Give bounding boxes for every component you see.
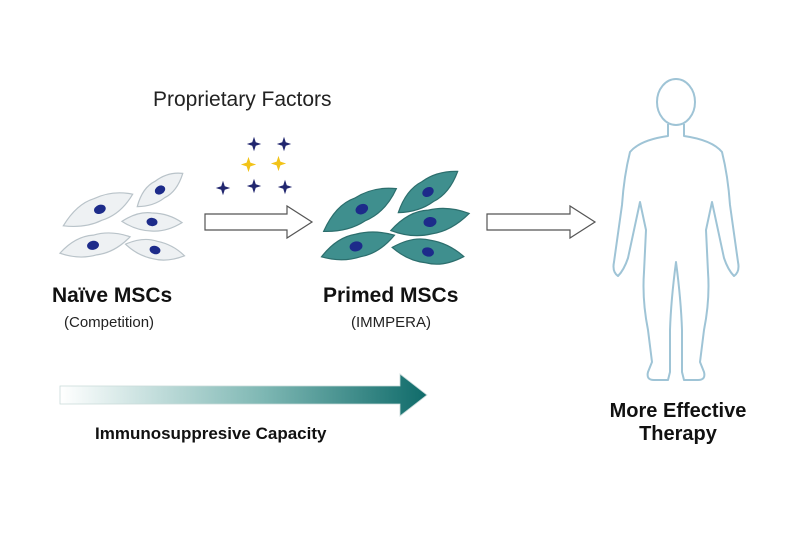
nucleus (355, 203, 369, 215)
naive-mscs-title: Naïve MSCs (52, 284, 173, 307)
therapy-label: More Effective Therapy (609, 400, 747, 445)
nucleus (349, 241, 363, 252)
nucleus (94, 204, 106, 215)
nucleus (422, 247, 434, 257)
proprietary-factors-label: Proprietary Factors (153, 88, 332, 111)
nucleus (423, 216, 437, 228)
factor-star (215, 180, 231, 196)
primed-cell (322, 187, 398, 232)
naive-mscs-subtitle: (Competition) (64, 314, 155, 331)
nucleus (87, 240, 99, 250)
factor-star (270, 155, 287, 172)
factor-star (276, 136, 292, 152)
naive-cell (124, 238, 186, 261)
capacity-gradient-arrow (59, 373, 428, 417)
nucleus (149, 245, 161, 255)
factor-star (246, 178, 262, 194)
primed-cell (391, 238, 465, 265)
nucleus (146, 217, 158, 227)
naive-cells (58, 172, 186, 261)
factor-star (240, 156, 257, 173)
factor-star (246, 136, 262, 152)
nucleus (154, 185, 166, 195)
naive-cell (62, 192, 134, 228)
human-body (612, 124, 740, 381)
primed-cell (397, 170, 459, 214)
naive-cell (136, 172, 184, 208)
human-figure (612, 78, 740, 381)
human-head (656, 78, 696, 126)
primed-cells (320, 170, 471, 265)
arrow-primed-to-therapy (486, 204, 597, 240)
primed-mscs-title: Primed MSCs (323, 284, 459, 307)
primed-mscs-subtitle: (IMMPERA) (351, 314, 431, 331)
primed-cell (320, 231, 396, 261)
factors-cluster (215, 136, 293, 196)
primed-cell (389, 207, 471, 237)
capacity-label: Immunosuppresive Capacity (95, 424, 327, 443)
factor-star (277, 179, 293, 195)
nucleus (422, 187, 434, 197)
arrow-naive-to-primed (204, 204, 314, 240)
naive-cell (120, 212, 184, 232)
naive-cell (58, 232, 132, 258)
